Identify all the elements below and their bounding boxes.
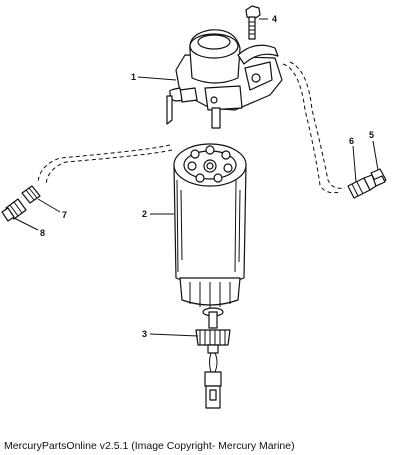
fitting-6-part (347, 174, 377, 199)
callout-1: 1 (131, 72, 136, 82)
callout-7: 7 (62, 210, 67, 220)
fitting-7-part (21, 185, 41, 204)
callout-8: 8 (40, 228, 45, 238)
hose-lines (37, 61, 346, 194)
bolt-part (245, 5, 261, 40)
copyright-caption: MercuryPartsOnline v2.5.1 (Image Copyrig… (4, 440, 295, 452)
callout-5: 5 (369, 130, 374, 140)
callout-6: 6 (349, 136, 354, 146)
filter-element-part (173, 143, 247, 308)
callout-2: 2 (142, 209, 147, 219)
fuel-filter-exploded-diagram: 1 2 3 4 5 6 7 8 (1, 5, 387, 409)
leader-lines (13, 18, 379, 337)
callout-4: 4 (272, 14, 277, 24)
callout-3: 3 (142, 329, 147, 339)
filter-head-part (166, 29, 283, 129)
drain-sensor-part (195, 307, 231, 409)
fitting-8-part (1, 198, 27, 222)
